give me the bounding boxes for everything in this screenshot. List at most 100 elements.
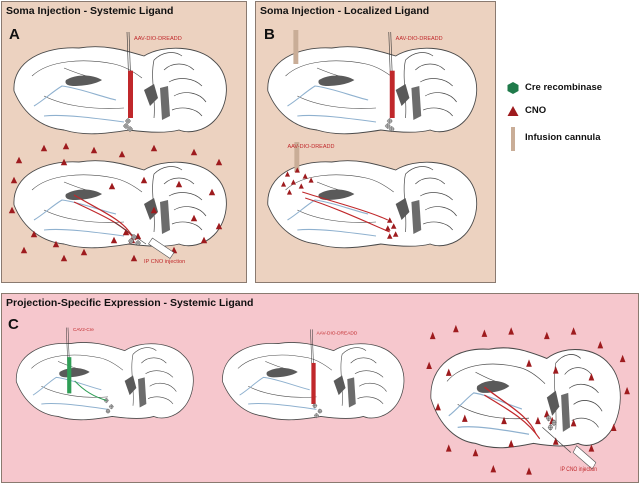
cno-triangle-icon bbox=[392, 231, 399, 237]
injection-column bbox=[67, 357, 72, 394]
cno-triangle-icon bbox=[619, 354, 626, 363]
cno-triangle-icon bbox=[552, 366, 559, 374]
injection-label: AAV-DIO-DREADD bbox=[396, 36, 443, 42]
pathway-line bbox=[239, 376, 310, 396]
neuron-dendrite bbox=[317, 408, 323, 414]
dreadd-projection bbox=[73, 194, 133, 237]
pathway-line bbox=[43, 228, 125, 237]
cno-triangle-icon bbox=[281, 181, 287, 187]
cno-triangle-icon bbox=[190, 214, 198, 222]
cno-triangle-icon bbox=[610, 423, 617, 432]
fourth-ventricle bbox=[546, 390, 560, 416]
cno-triangle-icon bbox=[150, 206, 158, 214]
cno-triangle-icon bbox=[208, 188, 216, 196]
cno-triangle-icon bbox=[588, 444, 595, 452]
brainstem-dark bbox=[347, 377, 356, 408]
legend-item-cannula: Infusion cannula bbox=[506, 126, 636, 152]
neuron-dendrite bbox=[313, 412, 320, 419]
cno-triangle-icon bbox=[490, 464, 497, 473]
pathway-line bbox=[43, 114, 125, 123]
pathway-line bbox=[248, 403, 317, 410]
cno-triangle-icon bbox=[122, 228, 130, 236]
cno-triangle-icon bbox=[390, 223, 397, 229]
cno-triangle-icon bbox=[508, 439, 515, 448]
cno-triangle-icon bbox=[15, 156, 23, 164]
syringe-needle bbox=[542, 427, 572, 453]
neuron-dendrite bbox=[135, 240, 141, 246]
dreadd-projection bbox=[484, 394, 541, 440]
brain-diagram-c-right: IP CNO injection bbox=[422, 324, 636, 479]
infusion-cannula-icon bbox=[294, 142, 300, 172]
fourth-ventricle bbox=[124, 375, 137, 396]
brain-outline bbox=[267, 160, 478, 249]
cno-triangle-icon bbox=[298, 183, 304, 189]
neuron-dendrite bbox=[388, 126, 395, 132]
brain-outline bbox=[267, 46, 478, 135]
brain-diagram-a-bottom: IP CNO injection bbox=[4, 140, 244, 275]
legend-label-cre: Cre recombinase bbox=[525, 82, 603, 93]
cerebellum-folia bbox=[152, 52, 207, 119]
brain-diagram-c-middle: AAV-DIO-DREADD bbox=[214, 324, 419, 444]
lateral-ventricle bbox=[65, 75, 102, 86]
injection-label: AAV-DIO-DREADD bbox=[134, 36, 182, 42]
brain-svg: AAV-DIO-DREADD bbox=[267, 30, 478, 135]
pathway-line bbox=[41, 403, 109, 410]
cerebellum-folia bbox=[554, 354, 603, 430]
brain-svg: AAV-DIO-DREADD bbox=[267, 142, 478, 249]
dreadd-projection bbox=[302, 191, 389, 221]
neuron-dendrite bbox=[545, 414, 552, 422]
fourth-ventricle bbox=[144, 84, 158, 106]
brain-svg: IP CNO injection bbox=[8, 142, 227, 265]
brain-diagram-a-top: AAV-DIO-DREADD bbox=[4, 26, 244, 136]
panel-c-title: Projection-Specific Expression - Systemi… bbox=[6, 297, 254, 309]
cno-triangle-icon bbox=[481, 329, 488, 337]
cno-triangle-icon bbox=[387, 233, 393, 239]
cno-triangle-icon bbox=[8, 206, 16, 214]
neuron-dendrite bbox=[105, 408, 111, 414]
legend: Cre recombinase CNO Infusion cannula bbox=[506, 80, 636, 152]
cno-triangle-icon bbox=[461, 414, 468, 422]
cno-triangle-icon bbox=[215, 222, 223, 230]
pathway-line bbox=[297, 228, 377, 237]
cno-triangle-icon bbox=[286, 189, 293, 195]
cno-triangle-icon bbox=[290, 179, 296, 185]
lateral-ventricle bbox=[318, 189, 355, 200]
dreadd-projection bbox=[484, 386, 537, 435]
brain-outline bbox=[430, 347, 621, 449]
cno-triangle-icon bbox=[302, 173, 308, 179]
cno-triangle-icon bbox=[130, 254, 138, 262]
lateral-ventricle bbox=[65, 189, 102, 200]
brain-svg: AAV-DIO-DREADD bbox=[13, 31, 227, 135]
cerebellum-folia bbox=[403, 166, 457, 233]
injection-column bbox=[311, 362, 316, 404]
cno-triangle-icon bbox=[387, 217, 393, 223]
cno-triangle-icon bbox=[535, 416, 541, 425]
brain-diagram-b-top: AAV-DIO-DREADD bbox=[258, 26, 494, 136]
cno-triangle-icon bbox=[429, 331, 436, 340]
legend-label-cno: CNO bbox=[525, 105, 547, 116]
neuron-dendrite bbox=[131, 234, 137, 240]
injection-label: CAV2-Cre bbox=[73, 327, 94, 333]
brain-group: AAV-DIO-DREADD bbox=[222, 329, 405, 421]
panel-b-title: Soma Injection - Localized Ligand bbox=[260, 5, 430, 17]
brain-outline bbox=[13, 160, 227, 249]
injection-label: AAV-DIO-DREADD bbox=[288, 144, 335, 150]
cno-triangle-icon bbox=[175, 180, 183, 188]
pathway-line bbox=[33, 85, 117, 107]
panel-b-letter: B bbox=[264, 26, 275, 43]
brain-group: AAV-DIO-DREADD bbox=[13, 31, 227, 135]
lateral-ventricle bbox=[476, 380, 510, 393]
cno-triangle-icon bbox=[52, 240, 60, 248]
neuron-dendrite bbox=[547, 423, 554, 431]
brainstem-dark bbox=[411, 200, 422, 234]
cno-triangle-icon bbox=[284, 171, 291, 177]
syringe-needle bbox=[113, 221, 147, 245]
cno-triangle-icon bbox=[80, 248, 88, 256]
cerebellum-folia bbox=[131, 347, 177, 406]
brain-diagram-b-bottom: AAV-DIO-DREADD bbox=[258, 140, 494, 275]
cno-triangle-icon bbox=[190, 148, 198, 156]
cno-triangle-icon bbox=[426, 361, 432, 370]
panel-c-letter: C bbox=[8, 316, 19, 333]
cno-triangle-icon bbox=[215, 158, 223, 166]
cerebellum-folia bbox=[152, 166, 207, 233]
